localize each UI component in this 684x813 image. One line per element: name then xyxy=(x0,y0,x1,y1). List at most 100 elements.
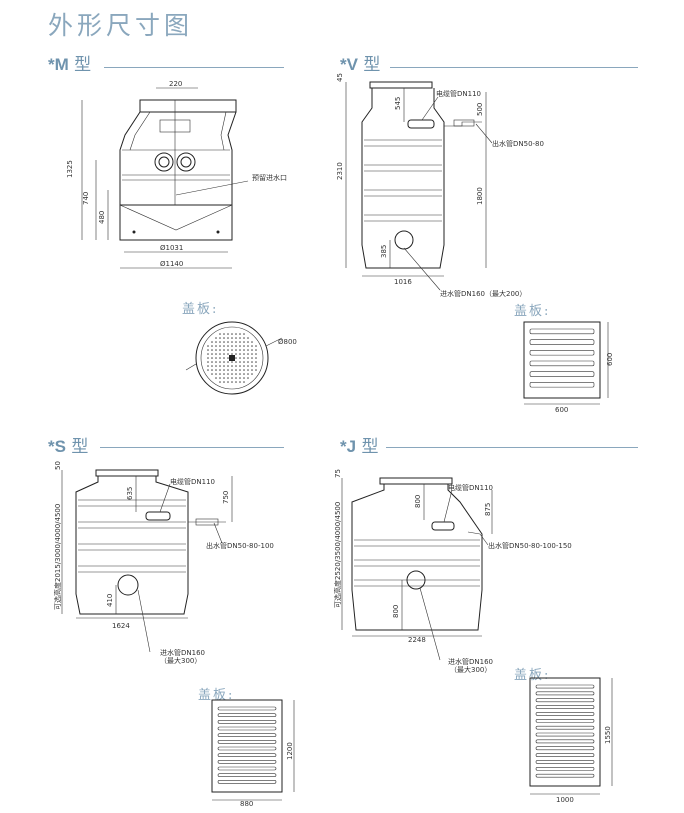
lid-hole xyxy=(247,349,249,351)
lid-hole xyxy=(235,333,237,335)
j-dim-875: 875 xyxy=(484,503,492,516)
j-lid-caption: 盖板: xyxy=(514,668,551,683)
lid-hole xyxy=(215,337,217,339)
lid-hole xyxy=(247,345,249,347)
lid-hole xyxy=(211,365,213,367)
lid-hole xyxy=(219,361,221,363)
lid-hole xyxy=(231,345,233,347)
lid-hole xyxy=(251,353,253,355)
lid-slot xyxy=(217,746,277,751)
lid-hole xyxy=(207,357,209,359)
v-callout-inlet: 进水管DN160（最大200） xyxy=(440,289,526,298)
lid-hole xyxy=(239,353,241,355)
lid-hole xyxy=(219,365,221,367)
lid-hole xyxy=(255,365,257,367)
lid-hole xyxy=(243,345,245,347)
lid-slot xyxy=(535,732,595,737)
lid-slot xyxy=(217,740,277,744)
lid-hole xyxy=(215,357,217,359)
lid-slot xyxy=(217,713,277,717)
lid-hole xyxy=(215,345,217,347)
lid-hole xyxy=(239,369,241,371)
lid-hole xyxy=(251,365,253,367)
lid-hole xyxy=(207,369,209,371)
lid-hole xyxy=(239,341,241,343)
lid-hole xyxy=(215,365,217,367)
section-j-rule xyxy=(386,447,638,448)
m-dim-top-width: 220 xyxy=(169,80,182,88)
lid-hole xyxy=(219,349,221,351)
lid-hole xyxy=(239,349,241,351)
section-j-title: *J 型 xyxy=(340,437,379,457)
lid-slot xyxy=(217,753,277,757)
lid-hole xyxy=(207,353,209,355)
lid-hole xyxy=(239,333,241,335)
lid-hole xyxy=(235,365,237,367)
j-lid-height: 1550 xyxy=(604,726,612,744)
lid-slot xyxy=(217,726,277,731)
s-dim-top: 50 xyxy=(54,461,62,470)
m-callout-inlet: 预留进水口 xyxy=(252,173,287,182)
lid-slot xyxy=(529,371,595,377)
lid-hole xyxy=(243,365,245,367)
lid-slot xyxy=(535,760,595,764)
m-dim-height: 1325 xyxy=(66,160,74,178)
v-tank-drawing: 2310 45 545 500 1800 385 1016 电缆管DN110 出… xyxy=(336,73,544,298)
lid-hole xyxy=(219,337,221,339)
lid-hole xyxy=(243,377,245,379)
lid-hole xyxy=(247,361,249,363)
lid-slot xyxy=(217,780,277,784)
lid-hole xyxy=(227,357,229,359)
s-callout-cable: 电缆管DN110 xyxy=(170,477,215,486)
lid-hole xyxy=(235,353,237,355)
lid-hole xyxy=(231,365,233,367)
m-lid-dia: Ø800 xyxy=(278,338,297,346)
lid-hole xyxy=(235,373,237,375)
lid-hole xyxy=(215,373,217,375)
section-v-rule xyxy=(390,67,638,68)
lid-hole xyxy=(231,353,233,355)
lid-hole xyxy=(223,345,225,347)
lid-slot xyxy=(535,718,595,723)
s-tank-drawing: 可选高度2015/3000/4000/4500 50 635 750 410 1… xyxy=(53,461,274,665)
lid-hole xyxy=(239,357,241,359)
lid-hole xyxy=(243,349,245,351)
section-m-title: *M 型 xyxy=(48,55,92,75)
v-dim-top: 45 xyxy=(336,73,344,82)
lid-slot xyxy=(529,350,595,356)
lid-hole xyxy=(227,353,229,355)
lid-hole xyxy=(215,369,217,371)
lid-hole xyxy=(247,357,249,359)
lid-hole xyxy=(247,369,249,371)
lid-hole xyxy=(227,377,229,379)
lid-hole xyxy=(251,349,253,351)
lid-hole xyxy=(223,337,225,339)
v-callout-outlet: 出水管DN50-80 xyxy=(492,139,544,148)
section-m-rule xyxy=(104,67,284,68)
lid-hole xyxy=(247,377,249,379)
lid-hole xyxy=(219,341,221,343)
j-lid-drawing: 1550 1000 xyxy=(529,677,613,804)
lid-hole xyxy=(223,377,225,379)
lid-hole xyxy=(207,345,209,347)
lid-hole xyxy=(219,377,221,379)
s-lid-width: 880 xyxy=(240,800,253,808)
lid-slot xyxy=(217,760,277,764)
lid-hole xyxy=(255,369,257,371)
lid-hole xyxy=(239,365,241,367)
lid-hole xyxy=(227,345,229,347)
lid-hole xyxy=(231,381,233,383)
m-lid-caption: 盖板: xyxy=(182,302,219,317)
lid-hole xyxy=(235,381,237,383)
lid-hole xyxy=(231,369,233,371)
s-callout-outlet: 出水管DN50-80-100 xyxy=(206,541,274,550)
m-dim-dia-inner: Ø1031 xyxy=(160,244,183,252)
lid-slot xyxy=(535,684,595,689)
v-lid-height: 600 xyxy=(606,353,614,366)
lid-hole xyxy=(211,361,213,363)
lid-hole xyxy=(255,361,257,363)
lid-hole xyxy=(219,373,221,375)
lid-hole xyxy=(243,341,245,343)
lid-hole xyxy=(227,361,229,363)
v-dim-545: 545 xyxy=(394,97,402,110)
